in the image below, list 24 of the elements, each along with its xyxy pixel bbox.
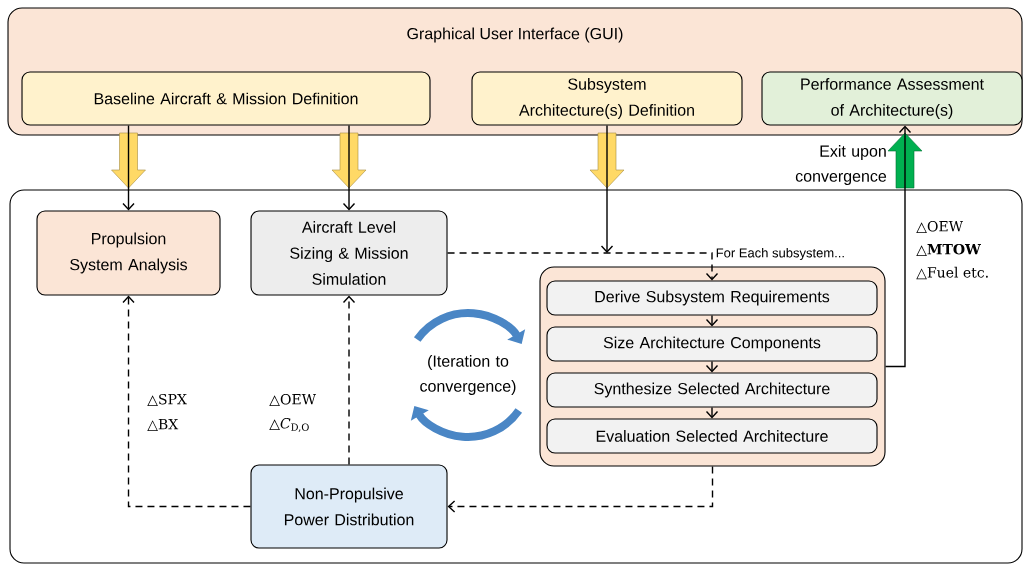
distribution-box: Non-Propulsive Power Distribution (250, 464, 448, 549)
delta-label: △Fuel etc. (916, 266, 988, 280)
arrow (122, 295, 252, 508)
delta-label: △C$_{D,O}$ (269, 417, 309, 432)
definition-box: Subsystem Architecture(s) Definition (471, 71, 743, 126)
iteration-note: (Iteration to convergence) (420, 355, 516, 395)
delta-label: △OEW (916, 220, 963, 234)
arrow (447, 465, 714, 513)
simulation-box: Aircraft Level Sizing & Mission Simulation (250, 210, 448, 296)
step-box: Size Architecture Components (546, 326, 878, 362)
arrow (342, 295, 356, 466)
definition-box: Baseline Aircraft & Mission Definition (21, 71, 431, 126)
delta-label: △SPX (147, 393, 187, 407)
node-label: For Each subsystem... (716, 247, 844, 261)
step-box: Evaluation Selected Architecture (546, 418, 878, 454)
arrow (446, 252, 719, 281)
step-box: Derive Subsystem Requirements (546, 280, 878, 316)
delta-label: △BX (147, 419, 179, 431)
step-box: Synthesize Selected Architecture (546, 372, 878, 408)
note-text: Exit upon convergence (795, 145, 887, 185)
delta-label: △OEW (269, 393, 317, 407)
analysis-box: Propulsion System Analysis (36, 210, 221, 296)
assessment-box: Performance Assessment of Architecture(s) (761, 71, 1023, 126)
delta-label: △MTOW (916, 243, 981, 257)
